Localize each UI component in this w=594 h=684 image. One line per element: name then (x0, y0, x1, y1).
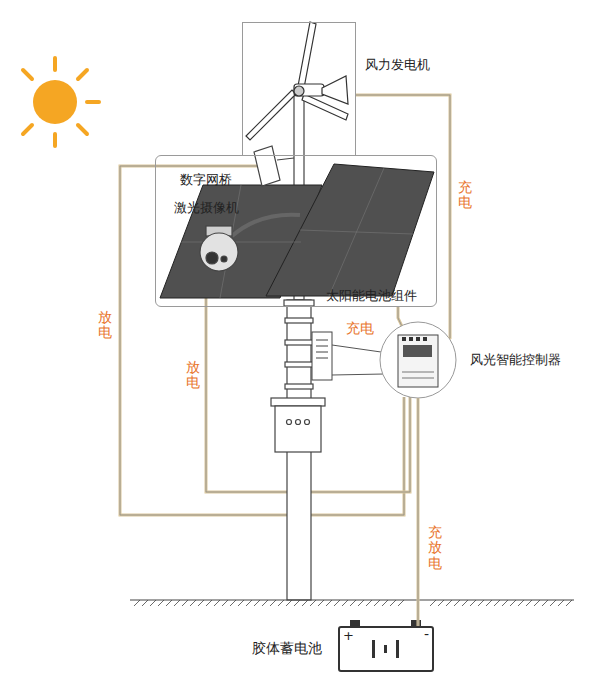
controller-zoom (398, 335, 438, 387)
camera (232, 215, 300, 236)
sun (23, 125, 32, 134)
cabinet (296, 420, 301, 425)
controller-box (312, 332, 332, 380)
ground (130, 600, 574, 606)
wire-connector (398, 307, 402, 326)
controller-box (332, 374, 384, 375)
wind-turbine (294, 84, 324, 96)
wind-turbine (246, 22, 348, 140)
controller-box (316, 352, 328, 353)
cabinet (271, 398, 325, 406)
controller-box (312, 332, 384, 380)
solar-panels (266, 164, 434, 296)
bridge (277, 158, 294, 160)
controller-zoom (380, 322, 456, 398)
controller-zoom (402, 378, 434, 379)
camera (206, 252, 218, 264)
sun (53, 134, 57, 146)
wire-label: 放电 (98, 310, 112, 341)
pole (285, 384, 313, 389)
controller-zoom (402, 337, 406, 341)
terminal-sign: - (424, 626, 429, 643)
wire-line (398, 307, 402, 326)
controller-box (316, 358, 328, 359)
node-title: 风光智能控制器 (470, 352, 561, 368)
wire-line (417, 398, 420, 626)
wire-line (418, 398, 419, 626)
pole (285, 340, 313, 345)
solar-panels (181, 168, 413, 298)
controller-zoom (409, 337, 413, 341)
sun (23, 70, 32, 79)
solar-panels (181, 242, 301, 243)
controller-box (316, 340, 328, 341)
sun (23, 58, 99, 146)
part-name: 数字网桥 (180, 172, 232, 188)
cabinet (271, 398, 325, 452)
sun (78, 70, 87, 79)
battery-parts (384, 645, 387, 653)
solar-panels (160, 164, 434, 298)
bridge (254, 146, 280, 186)
wire-connector (418, 398, 419, 626)
wire-label: 充放电 (428, 525, 442, 571)
sun (87, 100, 99, 104)
cabinet (305, 420, 310, 425)
camera (221, 256, 227, 262)
sun (33, 80, 77, 124)
wire-label: 充电 (346, 320, 374, 337)
sun (23, 58, 99, 146)
pole (284, 300, 314, 306)
node-title: 风力发电机 (365, 57, 430, 73)
camera (200, 233, 238, 271)
wire-label: 放电 (186, 360, 200, 391)
controller-circle: 风光智能控制器 (380, 322, 456, 398)
battery-parts (396, 640, 399, 658)
sun (78, 125, 87, 134)
controller-zoom (402, 372, 434, 373)
battery-parts (372, 640, 375, 658)
wind-box: 风力发电机 (242, 22, 356, 156)
wind-turbine (298, 22, 316, 88)
camera (200, 215, 300, 271)
wind-turbine (246, 90, 296, 140)
pole (284, 95, 314, 600)
wire-label: 充电 (458, 180, 472, 211)
solar-panels (329, 168, 384, 296)
part-name: 激光摄像机 (174, 200, 239, 216)
node-title: 胶体蓄电池 (252, 640, 322, 657)
cabinet (275, 406, 321, 452)
controller-box (332, 345, 381, 352)
bridge (254, 146, 294, 186)
pole (285, 318, 313, 323)
cabinet (287, 420, 292, 425)
wind-turbine (322, 76, 348, 104)
wire-line (398, 307, 402, 326)
pole (285, 362, 313, 367)
controller-zoom (423, 337, 427, 341)
controller-zoom (403, 345, 432, 357)
terminal-sign: + (343, 628, 354, 644)
wind-turbine (294, 86, 304, 96)
controller-box (316, 346, 328, 347)
controller-zoom (416, 337, 420, 341)
controller-zoom (380, 322, 456, 398)
sun (53, 58, 57, 70)
node-title: 太阳能电池组件 (326, 288, 417, 304)
ground (134, 600, 572, 606)
